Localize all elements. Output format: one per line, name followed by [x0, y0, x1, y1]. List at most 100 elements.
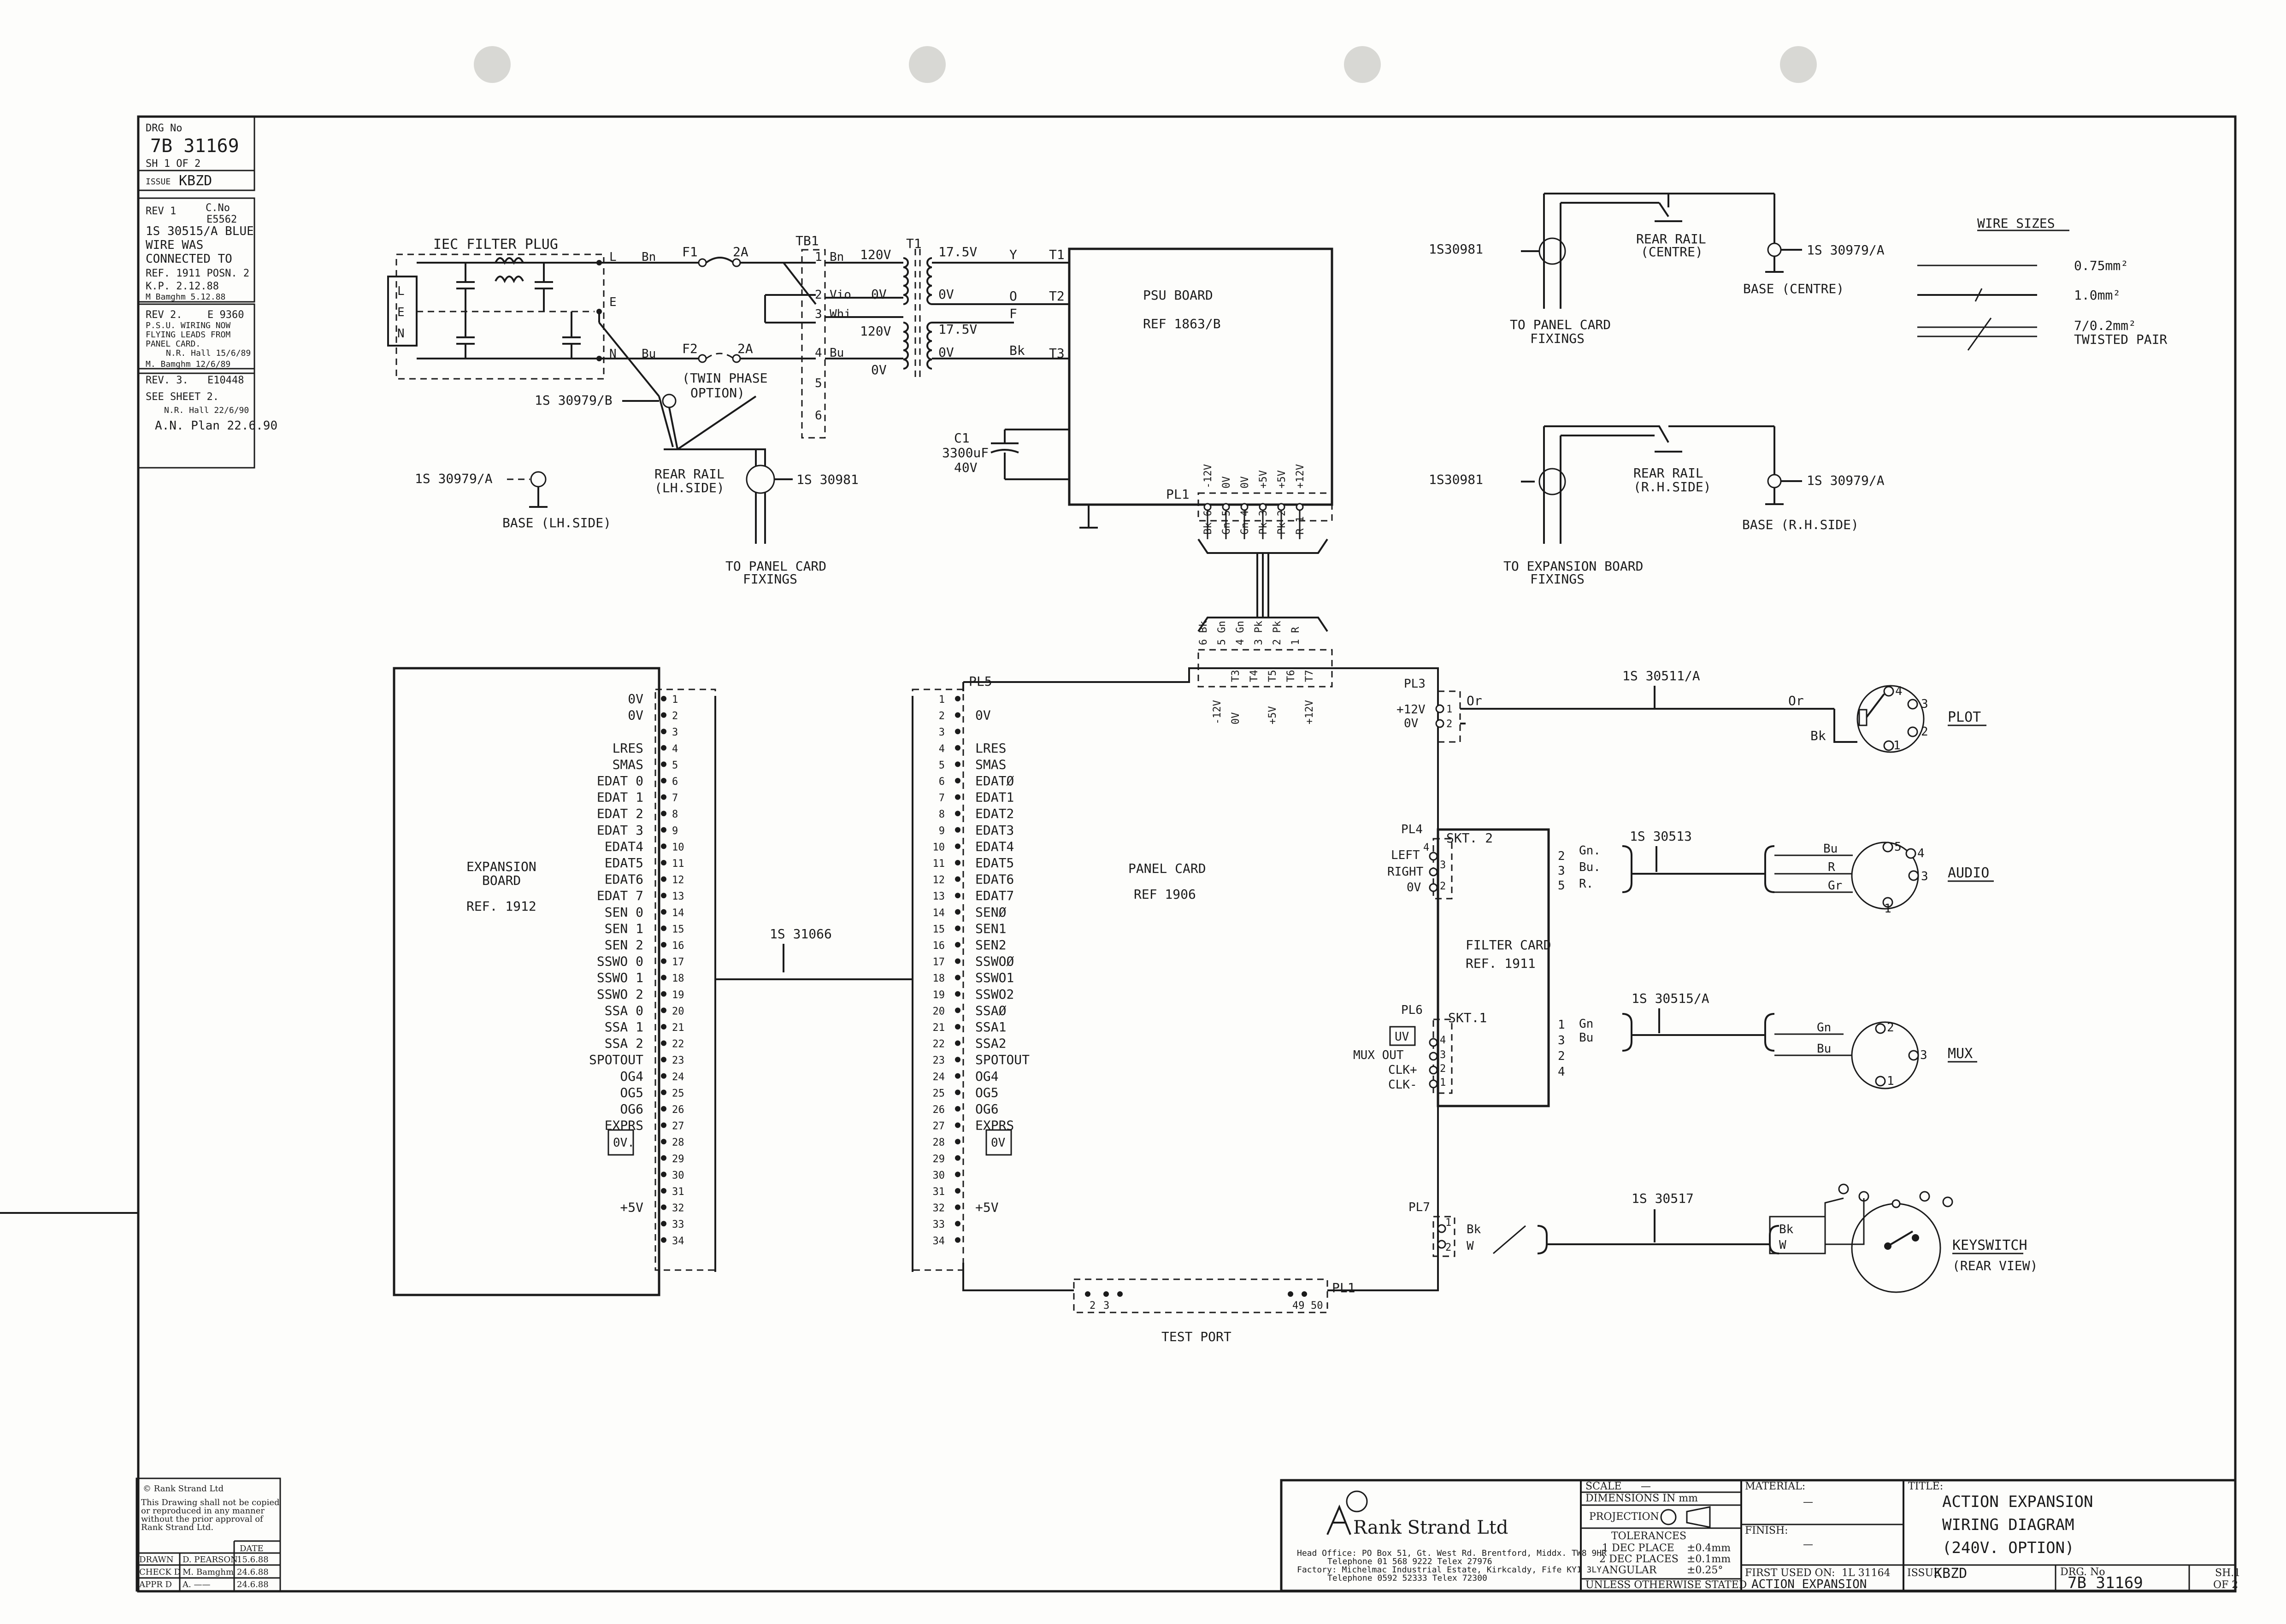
iec-filter-plug: IEC FILTER PLUG L E N L E N Bn Bu — [387, 236, 656, 380]
wire-colour: R — [1828, 860, 1835, 874]
rev2-signature: M. Bamghm 12/6/89 — [146, 359, 230, 369]
expansion-pin-signal: SSA 2 — [605, 1036, 643, 1051]
pin-signal: +12V — [1396, 703, 1426, 717]
pin-signal: 0V — [1404, 717, 1418, 730]
expansion-pin-signal: EDAT 0 — [597, 773, 643, 788]
approval-name: A. —— — [182, 1580, 210, 1589]
pin-number: 2 — [1440, 1063, 1446, 1075]
panel-pin-number: 20 — [933, 1006, 945, 1017]
tb1-terminal: 3 — [815, 307, 822, 321]
panel-pin — [955, 1204, 960, 1210]
panel-pin-signal: SSA2 — [975, 1036, 1006, 1051]
expansion-pin-signal: OG6 — [620, 1101, 643, 1117]
psu-pin — [1259, 503, 1267, 511]
output-wire-colour: F — [1009, 306, 1017, 321]
plot-xlr-connector — [1856, 685, 1925, 753]
panel-pin — [955, 1106, 960, 1112]
output-wire-colour: O — [1009, 288, 1017, 304]
psu-pin-code: Gn 5 — [1221, 510, 1232, 535]
wire-colour: Or — [1467, 693, 1482, 708]
rev1-cno: E5562 — [206, 214, 237, 225]
panel-supply-sig: +5V — [1267, 706, 1279, 724]
pin-signal: 0V — [1407, 881, 1421, 894]
output-wire-colour: Y — [1009, 247, 1017, 262]
pin-number: 1 — [1445, 1217, 1451, 1229]
cable-label: 1S 30517 — [1632, 1191, 1694, 1206]
panel-pin-number: 17 — [933, 957, 945, 968]
pin-signal: LEFT — [1391, 848, 1420, 862]
expansion-pin-number: 27 — [672, 1121, 684, 1132]
transformer-label: T1 — [906, 236, 922, 251]
line-label-l: L — [609, 250, 617, 264]
pin-number: 3 — [1440, 1049, 1446, 1061]
sheet-label: SH.1 — [2215, 1567, 2240, 1579]
pin-number: 3 — [1440, 859, 1446, 871]
panel-pin-number: 16 — [933, 940, 945, 952]
drawing-title: (240V. OPTION) — [1942, 1539, 2074, 1557]
pin-number: 2 — [1445, 1242, 1451, 1253]
pl6-mux: PL6 UV MUX OUT CLK+ CLK- 4 3 2 1 1 3 2 4… — [1353, 991, 1977, 1094]
wire-sizes-legend: WIRE SIZES 0.75mm² 1.0mm² 7/0.2mm² TWIST… — [1917, 216, 2167, 351]
expansion-pin-number: 9 — [672, 825, 678, 837]
drawing-title: ACTION EXPANSION — [1942, 1493, 2093, 1511]
rev2-signature: N.R. Hall 15/6/89 — [166, 348, 251, 358]
approval-role: CHECK D — [139, 1567, 181, 1577]
tolerance-note: UNLESS OTHERWISE STATED — [1585, 1579, 1747, 1591]
expansion-pin — [661, 876, 666, 882]
panel-pin-number: 33 — [933, 1219, 945, 1230]
approval-name: D. PEARSON — [183, 1555, 238, 1565]
expansion-pin-number: 3 — [672, 727, 678, 738]
finish-value: — — [1803, 1539, 1813, 1550]
primary-tap: 0V — [871, 287, 887, 302]
panel-pin-number: 29 — [933, 1153, 945, 1165]
tb1-wire-colour: Vio — [830, 288, 851, 302]
earth-part: 1S 30979/A — [1807, 242, 1885, 258]
approval-role: DRAWN — [139, 1555, 174, 1565]
expansion-pin — [661, 811, 666, 817]
earth-part: 1S30981 — [1429, 241, 1483, 257]
test-pin: 3 — [1103, 1300, 1109, 1312]
drawing-title: WIRING DIAGRAM — [1942, 1516, 2074, 1534]
drg-no: 7B 31169 — [150, 135, 239, 157]
cable-core: 4 Gn — [1235, 621, 1246, 645]
xlr-pin: 1 — [1884, 902, 1891, 916]
expansion-pin-signal: SSWO 1 — [597, 970, 643, 985]
xlr-pin: 3 — [1920, 1048, 1927, 1062]
expansion-pin — [661, 975, 666, 981]
panel-pin — [955, 909, 960, 915]
rev3-signature: A.N. Plan 22.6.90 — [155, 419, 277, 433]
panel-supply-sig: 0V — [1230, 712, 1242, 725]
approval-date: 15.6.88 — [237, 1555, 269, 1565]
issue-value: KBZD — [1934, 1565, 1967, 1582]
wire-size: TWISTED PAIR — [2074, 332, 2167, 347]
panel-pin-signal: EDAT2 — [975, 806, 1014, 821]
tb1-terminal: 5 — [815, 377, 822, 390]
twin-phase-label: (TWIN PHASE — [682, 371, 767, 386]
tolerance-value: ±0.25° — [1687, 1565, 1723, 1576]
expansion-pin — [661, 1204, 666, 1210]
device-keyswitch-sub: (REAR VIEW) — [1952, 1258, 2038, 1273]
expansion-pin — [661, 1188, 666, 1194]
expansion-pin — [661, 1237, 666, 1243]
panel-pin-number: 31 — [933, 1186, 945, 1198]
panel-pin-signal: SEN1 — [975, 921, 1006, 936]
wire-colour: Gn — [1579, 1017, 1593, 1031]
panel-plug-label: PL5 — [969, 674, 992, 689]
issue-label: ISSUE — [1907, 1567, 1941, 1579]
expansion-title: EXPANSION — [466, 859, 536, 874]
expansion-pin-number: 29 — [672, 1153, 684, 1165]
c1-value: 3300uF — [942, 445, 989, 460]
expansion-pin-signal: EXPRS — [605, 1118, 643, 1133]
panel-pin-signal: SSWOØ — [975, 954, 1014, 969]
panel-pin — [955, 778, 960, 783]
finish-label: FINISH: — [1745, 1525, 1788, 1536]
rear-rail-label: (LH.SIDE) — [654, 480, 725, 495]
filter-card: SKT. 2 FILTER CARD REF. 1911 SKT.1 — [1437, 828, 1551, 1107]
expansion-pin — [661, 909, 666, 915]
panel-supply-tag: T4 — [1249, 670, 1260, 683]
expansion-pin — [661, 925, 666, 931]
expansion-pin-number: 23 — [672, 1055, 684, 1066]
expansion-pin-number: 33 — [672, 1219, 684, 1230]
panel-pin-number: 7 — [939, 793, 945, 804]
